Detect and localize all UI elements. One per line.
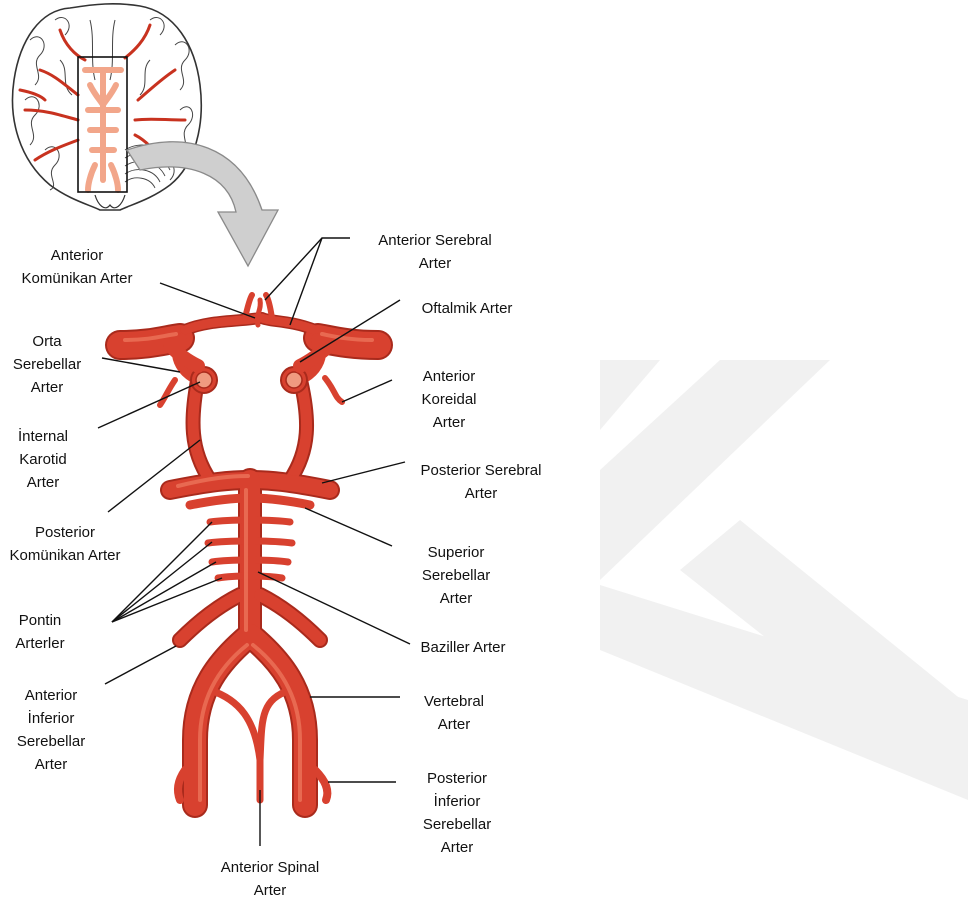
curved-arrow: [127, 142, 278, 266]
brain-base-illustration: [13, 4, 202, 210]
label-anterior-komunikan: Anterior Komünikan Arter: [22, 244, 133, 290]
label-anterior-koreidal: Anterior Koreidal Arter: [421, 365, 476, 434]
arterial-circle: [120, 295, 378, 805]
label-posterior-komunikan: Posterior Komünikan Arter: [10, 521, 121, 567]
label-vertebral: Vertebral Arter: [424, 690, 484, 736]
label-anterior-inferior-serebellar: Anterior İnferior Serebellar Arter: [17, 684, 85, 776]
label-oftalmik: Oftalmik Arter: [422, 297, 513, 320]
label-posterior-inferior-serebellar: Posterior İnferior Serebellar Arter: [423, 767, 491, 859]
k-logo-watermark: [600, 360, 968, 800]
label-baziller: Baziller Arter: [420, 636, 505, 659]
label-pontin: Pontin Arterler: [15, 609, 64, 655]
label-posterior-serebral: Posterior Serebral Arter: [421, 459, 542, 505]
label-orta-serebellar: Orta Serebellar Arter: [13, 330, 81, 399]
label-internal-karotid: İnternal Karotid Arter: [18, 425, 68, 494]
label-anterior-serebral: Anterior Serebral Arter: [378, 229, 491, 275]
label-anterior-spinal: Anterior Spinal Arter: [221, 856, 319, 902]
label-superior-serebellar: Superior Serebellar Arter: [422, 541, 490, 610]
